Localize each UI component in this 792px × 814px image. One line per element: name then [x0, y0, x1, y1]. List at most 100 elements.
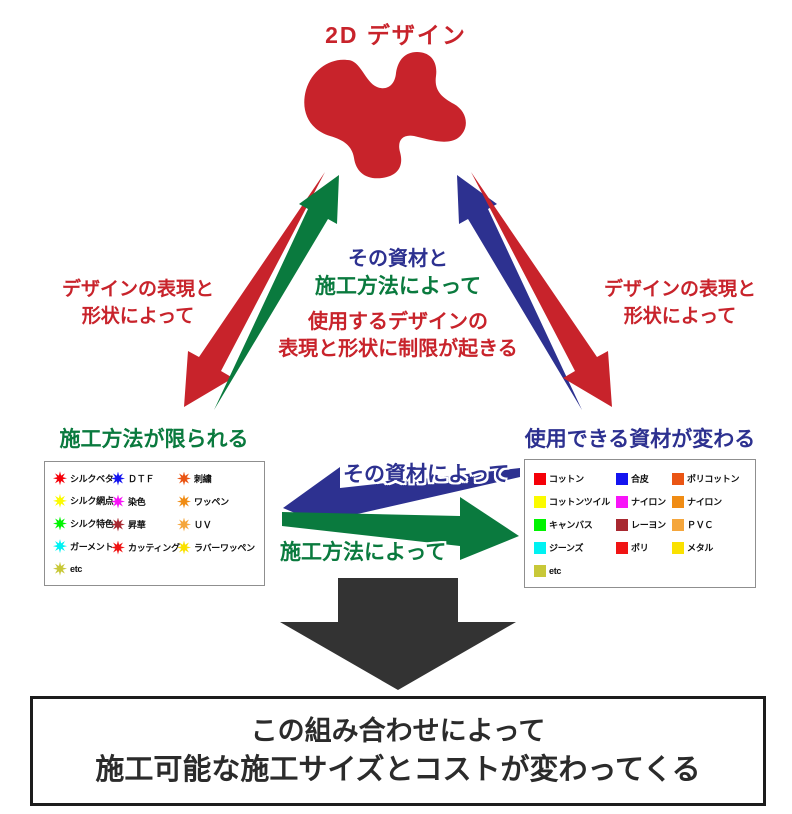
- star-icon: [53, 493, 67, 508]
- legend-label: etc: [70, 563, 83, 574]
- legend-item: シルク特色: [53, 512, 114, 535]
- center-label-line4: 表現と形状に制限が起きる: [278, 338, 518, 360]
- swatch-icon: [534, 541, 546, 554]
- star-icon: [177, 471, 191, 486]
- center-label-line3: 使用するデザインの: [308, 311, 488, 333]
- swatch-icon: [616, 518, 628, 531]
- conclusion-line1: この組み合わせによって: [250, 716, 546, 746]
- star-icon: [111, 494, 125, 509]
- center-label-line2: 施工方法によって: [314, 275, 482, 298]
- legend-item: ジーンズ: [534, 536, 616, 559]
- big-down-arrow: [280, 578, 516, 690]
- star-icon: [53, 539, 67, 554]
- design-blob-shape: [304, 52, 466, 179]
- legend-column: ＤＴＦ 染色 昇華 カッティング: [111, 467, 180, 580]
- left-box-title: 施工方法が限られる: [59, 428, 249, 451]
- right-arrow-label-line1: デザインの表現と: [603, 279, 756, 300]
- right-down-arrow: [471, 172, 612, 407]
- swatch-icon: [616, 495, 628, 508]
- legend-item: コットン: [534, 467, 616, 490]
- right-box-title: 使用できる資材が変わる: [524, 428, 756, 451]
- center-label-line1: その資材と: [348, 248, 448, 270]
- star-icon: [53, 561, 67, 576]
- materials-legend: コットン コットンツイル キャンバス ジーンズ etc 合皮: [524, 459, 756, 588]
- star-icon: [111, 471, 125, 486]
- legend-label: メタル: [687, 543, 714, 553]
- left-down-arrow: [184, 172, 325, 407]
- left-arrow-label-line1: デザインの表現と: [61, 279, 214, 300]
- star-icon: [111, 540, 125, 555]
- legend-label: コットンツイル: [549, 497, 610, 507]
- legend-item: ポリ: [616, 536, 672, 559]
- swatch-icon: [534, 472, 546, 485]
- legend-item: コットンツイル: [534, 490, 616, 513]
- mid-blue-arrow-label: その資材によって: [343, 463, 510, 486]
- swatch-icon: [672, 518, 684, 531]
- legend-label: etc: [549, 565, 562, 576]
- legend-column: 合皮 ナイロン レーヨン ポリ: [616, 467, 672, 582]
- legend-item: 染色: [111, 490, 177, 513]
- legend-label: ナイロン: [631, 497, 666, 507]
- legend-item: 昇華: [111, 513, 177, 536]
- legend-item: レーヨン: [616, 513, 672, 536]
- legend-label: カッティング: [128, 543, 180, 553]
- legend-label: 染色: [128, 497, 146, 507]
- legend-column: 刺繍 ワッペン ＵＶ ラバーワッペン: [177, 467, 255, 580]
- swatch-icon: [672, 541, 684, 554]
- star-icon: [53, 471, 67, 486]
- legend-label: ポリコットン: [687, 474, 740, 484]
- star-icon: [53, 516, 67, 531]
- legend-label: レーヨン: [631, 520, 666, 530]
- legend-item: ナイロン: [616, 490, 672, 513]
- left-arrow-label: デザインの表現と 形状によって: [36, 276, 240, 330]
- legend-label: ＤＴＦ: [128, 474, 155, 484]
- star-icon: [177, 494, 191, 509]
- conclusion-box: この組み合わせによって 施工可能な施工サイズとコストが変わってくる: [30, 696, 766, 806]
- legend-label: ジーンズ: [549, 543, 584, 553]
- legend-label: シルク特色: [70, 518, 114, 529]
- swatch-icon: [534, 495, 546, 508]
- legend-label: ガーメント: [70, 541, 114, 552]
- legend-item: ＵＶ: [177, 513, 255, 536]
- legend-label: シルク網点: [70, 496, 114, 507]
- legend-item: 合皮: [616, 467, 672, 490]
- legend-item: etc: [534, 559, 616, 582]
- swatch-icon: [534, 518, 546, 531]
- right-arrow-label-line2: 形状によって: [623, 306, 737, 327]
- star-icon: [111, 517, 125, 532]
- star-icon: [177, 540, 191, 555]
- mid-green-arrow-label: 施工方法によって: [280, 541, 447, 564]
- legend-column: コットン コットンツイル キャンバス ジーンズ etc: [534, 467, 616, 582]
- swatch-icon: [672, 495, 684, 508]
- legend-label: ラバーワッペン: [194, 543, 255, 553]
- legend-label: 合皮: [631, 474, 649, 484]
- left-arrow-label-line2: 形状によって: [81, 306, 195, 327]
- right-up-arrow: [457, 175, 582, 410]
- legend-label: シルクベタ: [70, 473, 114, 484]
- legend-label: ワッペン: [194, 497, 229, 507]
- legend-item: ポリコットン: [672, 467, 746, 490]
- legend-item: キャンバス: [534, 513, 616, 536]
- legend-item: メタル: [672, 536, 746, 559]
- legend-item: ガーメント: [53, 535, 114, 558]
- legend-item: カッティング: [111, 536, 180, 559]
- legend-label: 昇華: [128, 520, 146, 530]
- swatch-icon: [672, 472, 684, 485]
- legend-item: シルク網点: [53, 490, 114, 513]
- legend-label: ポリ: [631, 543, 649, 553]
- legend-label: コットン: [549, 474, 584, 484]
- legend-label: ナイロン: [687, 497, 722, 507]
- mid-right-arrow: [282, 497, 519, 560]
- star-icon: [177, 517, 191, 532]
- conclusion-line2: 施工可能な施工サイズとコストが変わってくる: [95, 754, 701, 786]
- legend-label: 刺繍: [194, 474, 212, 484]
- legend-item: ＤＴＦ: [111, 467, 177, 490]
- legend-column: シルクベタ シルク網点 シルク特色 ガーメント etc: [53, 467, 114, 580]
- legend-label: ＰＶＣ: [687, 520, 714, 530]
- legend-item: ＰＶＣ: [672, 513, 746, 536]
- page-title: 2D デザイン: [325, 22, 467, 48]
- swatch-icon: [534, 564, 546, 577]
- left-up-arrow: [214, 175, 339, 410]
